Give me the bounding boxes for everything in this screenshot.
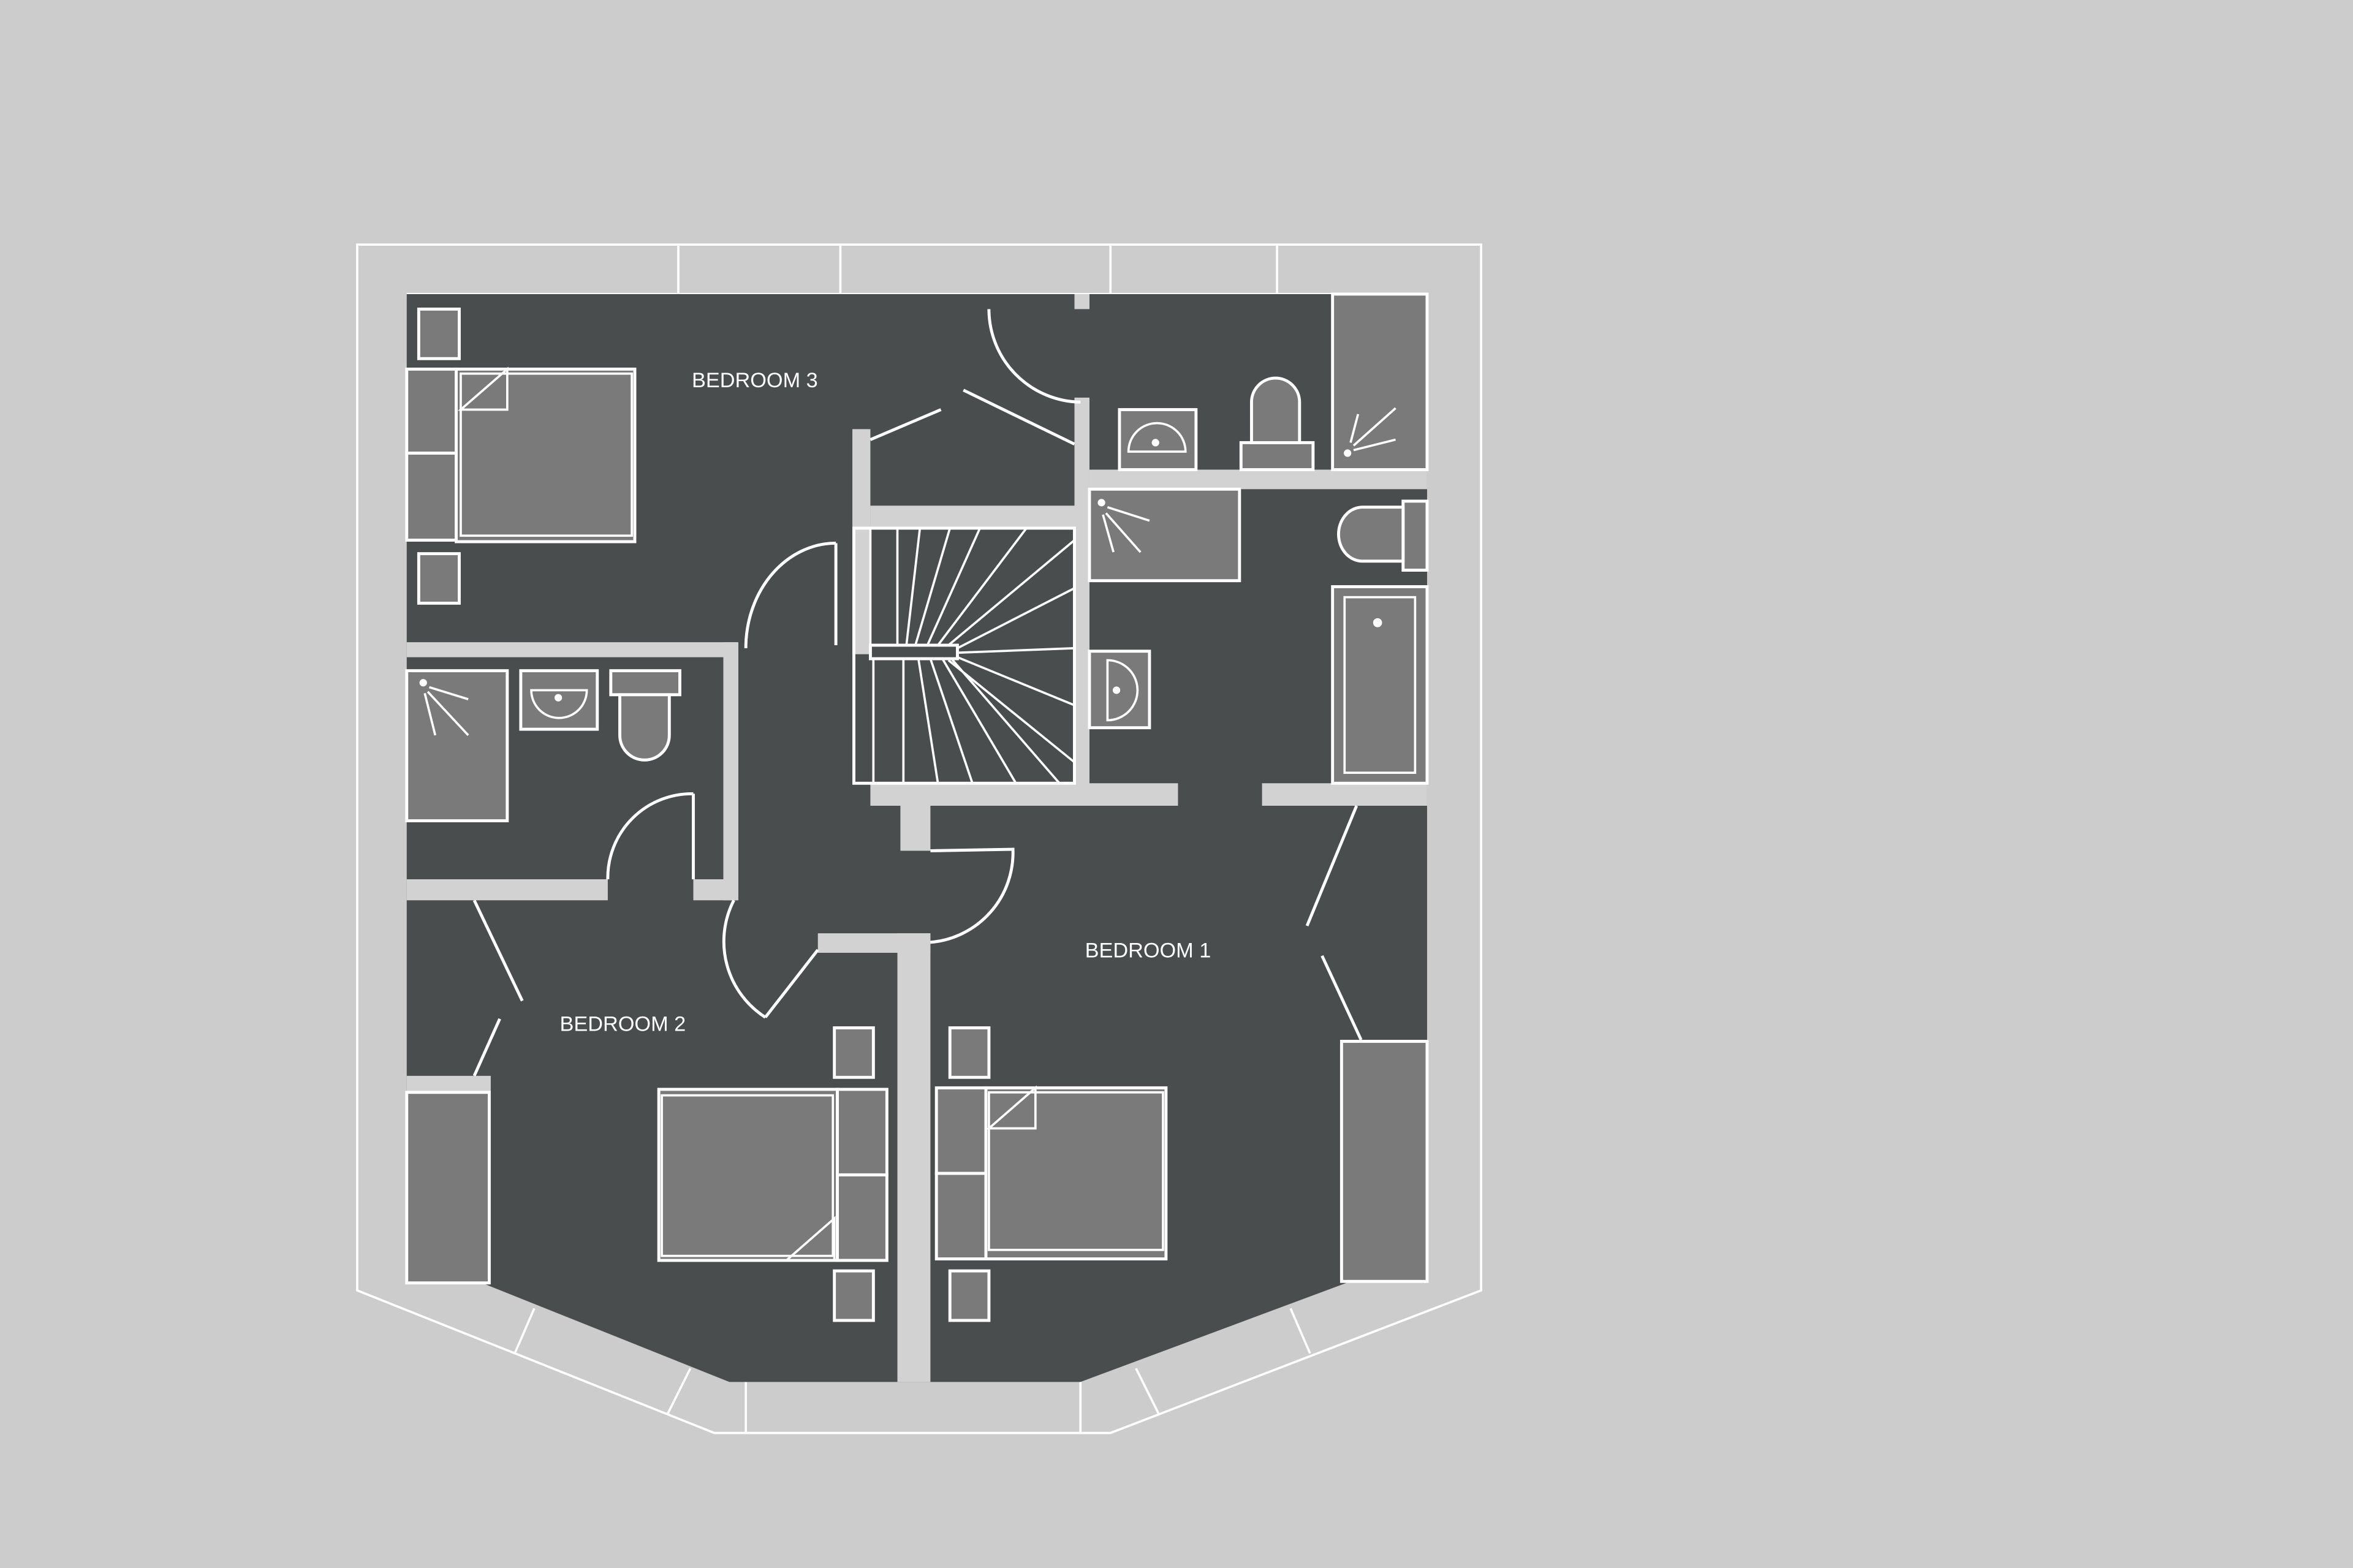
bedroom-3-furniture [405, 308, 637, 605]
doors [472, 309, 1363, 1077]
bedroom-1-furniture [934, 1026, 1429, 1322]
interior-walls [406, 294, 1427, 1382]
bathroom-fixtures [405, 292, 1429, 822]
room-label-bedroom-2: BEDROOM 2 [560, 1012, 686, 1036]
staircase [852, 526, 1076, 785]
outer-wall [356, 243, 1482, 1434]
room-label-bedroom-1: BEDROOM 1 [1085, 939, 1211, 962]
bedroom-2-furniture [405, 1026, 889, 1322]
room-label-bedroom-3: BEDROOM 3 [692, 369, 818, 392]
